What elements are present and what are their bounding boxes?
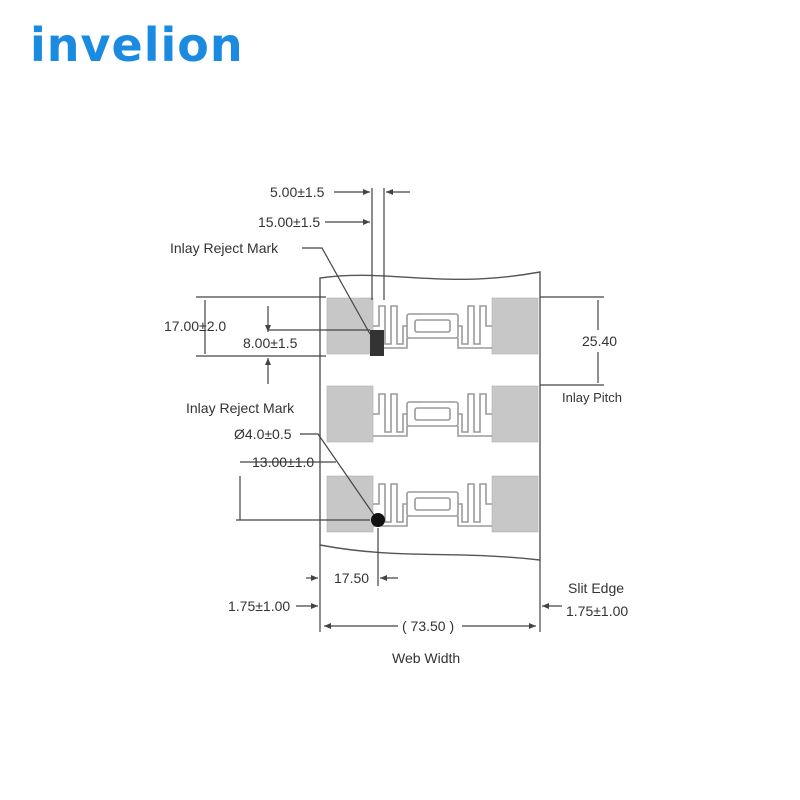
hole-diameter: Ø4.0±0.5 [234,426,292,442]
dim-13: 13.00±1.0 [252,454,314,470]
dim-8: 8.00±1.5 [243,335,298,351]
reject-mark-hole [371,513,385,527]
margin-left: 1.75±1.00 [228,598,290,614]
dim-5: 5.00±1.5 [270,184,325,200]
dim-1750: 17.50 [334,570,369,586]
reject-mark-square [370,330,384,356]
slit-edge-label: Slit Edge [568,580,624,596]
pitch-label: Inlay Pitch [562,390,622,405]
margin-right: 1.75±1.00 [566,603,628,619]
reject-mark-label-1: Inlay Reject Mark [170,240,279,256]
invelion-logo: invelion [30,18,244,72]
dim-17: 17.00±2.0 [164,318,226,334]
web-width-label: Web Width [392,650,460,666]
dim-15: 15.00±1.5 [258,214,320,230]
pitch-value: 25.40 [582,333,617,349]
reject-mark-label-2: Inlay Reject Mark [186,400,295,416]
web-width-value: ( 73.50 ) [402,618,454,634]
